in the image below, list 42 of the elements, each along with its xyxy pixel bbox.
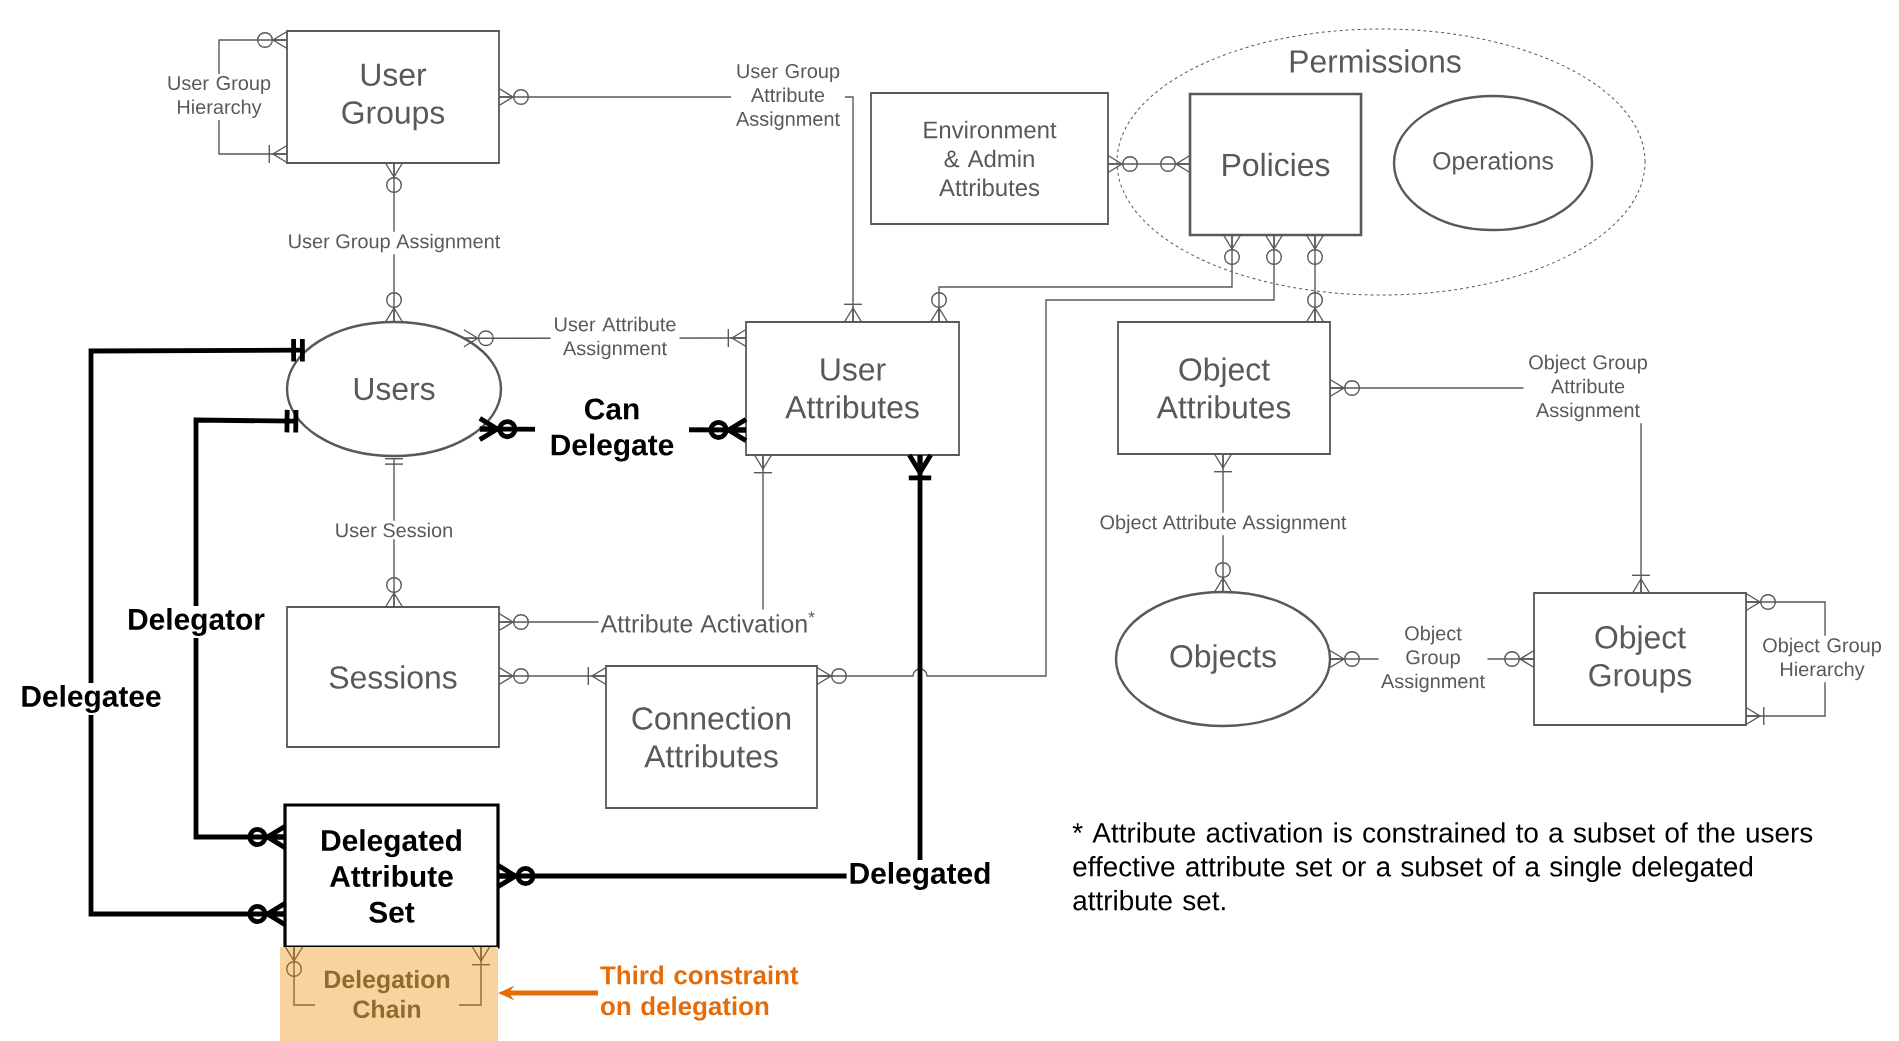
relationship-line: [88, 338, 305, 928]
relationship-line: [495, 452, 934, 890]
relationship-line: [284, 946, 316, 1006]
relationship-line: [1107, 154, 1191, 174]
entity-box: Policies: [1188, 92, 1363, 237]
entity-box: Environment & Admin Attributes: [870, 92, 1109, 225]
relationship-label: Delegated: [846, 860, 994, 892]
relationship-line: [458, 946, 491, 1006]
relationship-label: User Attribute Assignment: [550, 314, 680, 362]
relationship-line: [1745, 592, 1826, 726]
group-title: Permissions: [1290, 49, 1461, 73]
entity-box: Connection Attributes: [605, 665, 818, 809]
relationship-line: [498, 666, 607, 686]
relationship-label: Delegator: [125, 606, 267, 638]
relationship-line: [193, 409, 299, 851]
entity-box: User Groups: [286, 30, 500, 164]
shaded-band: [280, 947, 498, 1041]
relationship-label: Object Group Attribute Assignment: [1523, 352, 1653, 424]
relationship-label: User Group Hierarchy: [162, 74, 276, 120]
relationship-label: Can Delegate: [535, 396, 689, 464]
relationship-label: Object Group Hierarchy: [1757, 635, 1887, 683]
relationship-line: [1213, 453, 1233, 593]
relationship-line: [384, 458, 404, 608]
footnote: * Attribute activation is constrained to a subset of the users effective attribute set or a subset of a single delegated attribute set.: [1072, 822, 1813, 911]
relationship-line: [384, 162, 404, 323]
relationship-line: [1305, 234, 1325, 323]
entity-box: Object Attributes: [1117, 321, 1331, 455]
relationship-label: User Session: [332, 520, 456, 540]
entity-box: User Attributes: [745, 321, 960, 456]
relationship-line: [816, 234, 1284, 686]
relationship-label: Attribute Activation$^{*}$: [598, 609, 818, 635]
relationship-line: [929, 234, 1242, 323]
relationship-label: Object Group Assignment: [1378, 623, 1488, 695]
relationship-label: Delegatee: [18, 683, 164, 715]
band-title: Delegation Chain: [325, 969, 450, 1019]
annotation-text: Third constraint on delegation: [600, 965, 799, 1021]
entity-box: Object Groups: [1533, 592, 1747, 726]
entity-box: Delegated Attribute Set: [283, 803, 500, 949]
entity-box: Sessions: [286, 606, 500, 748]
relationship-label: User Group Attribute Assignment: [731, 62, 845, 132]
relationship-label: Object Attribute Assignment: [1097, 512, 1349, 536]
relationship-label: User Group Assignment: [285, 231, 503, 255]
